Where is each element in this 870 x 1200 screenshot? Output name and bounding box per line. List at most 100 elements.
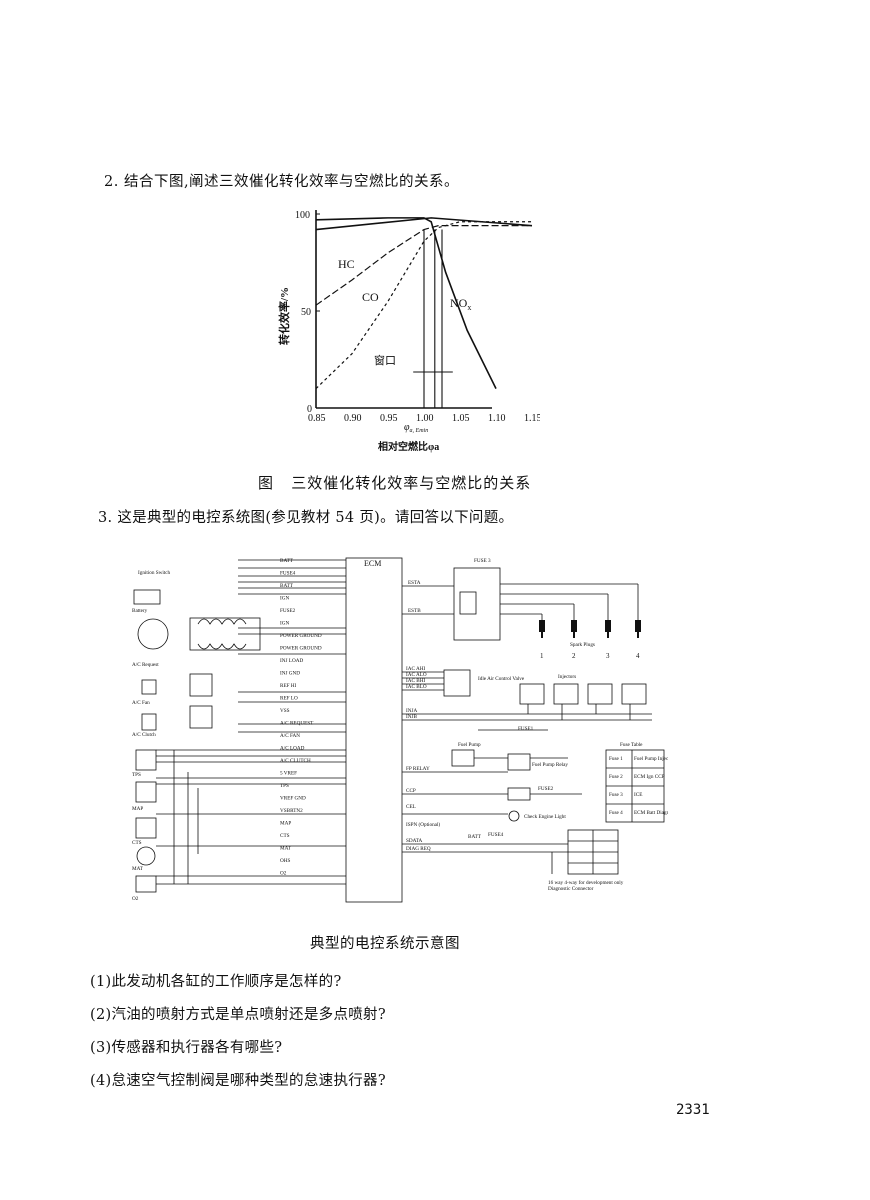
figure2-caption: 典型的电控系统示意图	[310, 936, 460, 952]
right-label: ISPN (Optional)	[406, 821, 440, 828]
wire-label: INJ LOAD	[280, 658, 303, 664]
ckp-sensor-symbol	[137, 618, 169, 650]
x-tick-label: 1.00	[416, 413, 434, 424]
wire-label: CTS	[280, 833, 290, 839]
right-label: BATT	[468, 834, 482, 840]
upper-envelope-line	[315, 217, 533, 231]
question-3-1: (1)此发动机各缸的工作顺序是怎样的?	[90, 974, 342, 990]
hc-label: HC	[338, 257, 355, 271]
wire-label: VREF GND	[280, 796, 306, 802]
component-label: Ignition Switch	[138, 570, 171, 576]
right-label: 16 way 4-way for development only	[548, 879, 624, 886]
right-label: SDATA	[406, 838, 423, 844]
ac-clutch-relay	[189, 705, 213, 729]
component-label: A/C Fan	[132, 700, 150, 706]
ac-fan-symbol	[141, 679, 157, 695]
question-3-3: (3)传感器和执行器各有哪些?	[90, 1040, 283, 1056]
spark-plug	[605, 620, 611, 632]
spark-plug-tip	[607, 632, 609, 638]
component-label: A/C Request	[132, 662, 159, 668]
wire-label: IGN	[280, 596, 289, 602]
series-line-nox	[315, 217, 497, 389]
spark-plug	[571, 620, 577, 632]
series-line-co	[315, 221, 532, 390]
right-label: Diagnostic Connector	[548, 886, 594, 892]
x-tick-label: 0.95	[380, 413, 398, 424]
fuse-use: ECM Ign CCP	[634, 774, 665, 780]
fuse-use: ECM Batt Diagnostic	[634, 810, 668, 816]
right-label: Idle Air Control Valve	[478, 676, 525, 682]
mat-sensor	[136, 846, 156, 866]
x-tick-label: 0.85	[308, 413, 326, 424]
wire-label: VSS	[280, 708, 290, 714]
ecm-label: ECM	[364, 559, 381, 568]
fuse-name: Fuse 3	[609, 792, 623, 798]
wire-label: MAT	[280, 846, 292, 852]
spark-plug-tip	[541, 632, 543, 638]
wire-label: TPS	[280, 783, 289, 789]
y-tick-label: 50	[301, 307, 311, 318]
injector-1	[519, 683, 545, 705]
injector-2	[553, 683, 579, 705]
spark-plug	[539, 620, 545, 632]
x-tick-label: 1.05	[452, 413, 470, 424]
wire-label: IGN	[280, 621, 289, 627]
right-label: IAC AHI	[406, 666, 425, 672]
figure1-caption: 图 三效催化转化效率与空燃比的关系	[258, 474, 532, 492]
battery-symbol	[133, 589, 161, 605]
wire-label: FUSE2	[280, 608, 296, 614]
right-label: IAC BHI	[406, 678, 425, 684]
fuse-name: Fuse 2	[609, 774, 623, 780]
component-label: A/C Clutch	[132, 732, 156, 738]
wire-label: A/C LOAD	[280, 746, 305, 752]
right-label: INJB	[406, 714, 417, 720]
x-tick-label: 1.15	[524, 413, 540, 424]
fuse-use: Fuel Pump Injectors	[634, 756, 668, 762]
spark-plug-tip	[573, 632, 575, 638]
ignition-coil-symbol	[197, 618, 247, 650]
fuel-pump-relay	[507, 753, 531, 771]
ecm-box	[345, 557, 403, 903]
component-label: TPS	[132, 772, 141, 778]
spark-plug	[635, 620, 641, 632]
component-label: Battery	[132, 608, 148, 614]
spark-plug-tip	[637, 632, 639, 638]
wire-label: OHS	[280, 858, 290, 864]
wire-label: INJ GND	[280, 671, 300, 677]
component-label: MAP	[132, 806, 143, 812]
wire-label: 5 VREF	[280, 771, 297, 777]
ignition-module	[453, 567, 501, 641]
left-wires	[156, 559, 346, 885]
wire-label: BATT	[280, 558, 294, 564]
wire-label: A/C CLUTCH	[280, 758, 311, 764]
wire-label: MAP	[280, 821, 291, 827]
iac-valve	[443, 669, 471, 697]
series-line-hc	[315, 225, 532, 306]
right-label: ESTB	[408, 608, 421, 614]
wire-label: VSBRTN2	[280, 808, 303, 814]
right-label: INJA	[406, 708, 417, 714]
window-label: 窗口	[374, 353, 396, 367]
y-tick-label: 100	[295, 210, 310, 221]
right-label: Check Engine Light	[524, 814, 566, 820]
fuel-pump	[451, 749, 475, 767]
check-engine-light	[508, 810, 520, 822]
right-label: DIAG REQ	[406, 846, 431, 852]
right-label: Fuel Pump	[458, 742, 481, 748]
component-label: O2	[132, 896, 139, 902]
cts-sensor	[135, 817, 157, 839]
map-sensor	[135, 781, 157, 803]
right-label: FUSE1	[518, 726, 534, 732]
plug-number: 4	[636, 652, 640, 660]
injector-3	[587, 683, 613, 705]
x-axis-label: 相对空燃比φa	[378, 440, 439, 453]
o2-sensor	[135, 875, 157, 893]
component-label: MAT	[132, 866, 144, 872]
right-label: CCP	[406, 788, 416, 794]
x-tick-label: 1.10	[488, 413, 506, 424]
wire-label: A/C REQUEST	[280, 721, 314, 727]
y-tick-label: 0	[307, 404, 312, 415]
